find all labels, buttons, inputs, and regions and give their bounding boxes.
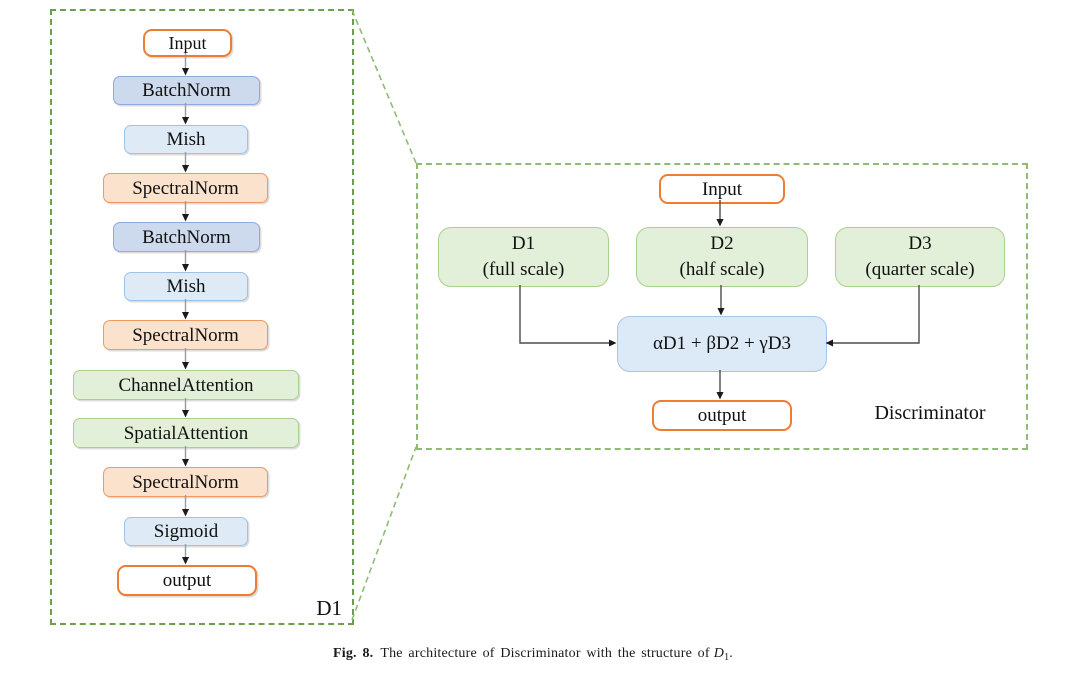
discriminator-panel-label: Discriminator <box>874 402 986 424</box>
d1-node-channelattention: ChannelAttention <box>73 370 299 400</box>
discriminator-combine-formula: αD1 + βD2 + γD3 <box>617 316 827 372</box>
branch-d1-name: D1 <box>511 233 536 255</box>
d1-node-spatialattention: SpatialAttention <box>73 418 299 448</box>
d1-node-mish-1: Mish <box>124 125 248 154</box>
caption-math-var: D <box>713 646 725 661</box>
d1-panel-label: D1 <box>316 596 342 620</box>
branch-d3-scale: (quarter scale) <box>865 259 975 280</box>
d1-node-batchnorm-1: BatchNorm <box>113 76 260 105</box>
caption-text: The architecture of Discriminator with t… <box>380 646 710 661</box>
branch-d2-scale: (half scale) <box>679 259 765 280</box>
d1-node-spectralnorm-3: SpectralNorm <box>103 467 268 497</box>
branch-d2-name: D2 <box>710 233 734 255</box>
d1-node-spectralnorm-1: SpectralNorm <box>103 173 268 203</box>
d1-node-sigmoid: Sigmoid <box>124 517 248 546</box>
caption-fig-number: Fig. 8. <box>333 646 374 661</box>
zoom-link-top <box>351 9 417 164</box>
d1-node-mish-2: Mish <box>124 272 248 301</box>
d1-node-output: output <box>117 565 257 596</box>
caption-math-sub: 1 <box>724 652 730 663</box>
discriminator-branch-d3: D3 (quarter scale) <box>835 227 1005 287</box>
zoom-link-bottom <box>351 446 417 621</box>
caption-suffix: . <box>729 646 733 661</box>
d1-node-input: Input <box>143 29 232 57</box>
discriminator-branch-d1: D1 (full scale) <box>438 227 609 287</box>
branch-d1-scale: (full scale) <box>482 259 565 280</box>
branch-d3-name: D3 <box>908 233 932 255</box>
d1-node-batchnorm-2: BatchNorm <box>113 222 260 252</box>
figure-caption: Fig. 8. The architecture of Discriminator… <box>0 646 1066 663</box>
discriminator-output: output <box>652 400 792 431</box>
d1-node-spectralnorm-2: SpectralNorm <box>103 320 268 350</box>
discriminator-panel-outline <box>416 163 1028 450</box>
discriminator-input: Input <box>659 174 785 204</box>
discriminator-branch-d2: D2 (half scale) <box>636 227 808 287</box>
d1-structure-panel-outline <box>50 9 354 625</box>
